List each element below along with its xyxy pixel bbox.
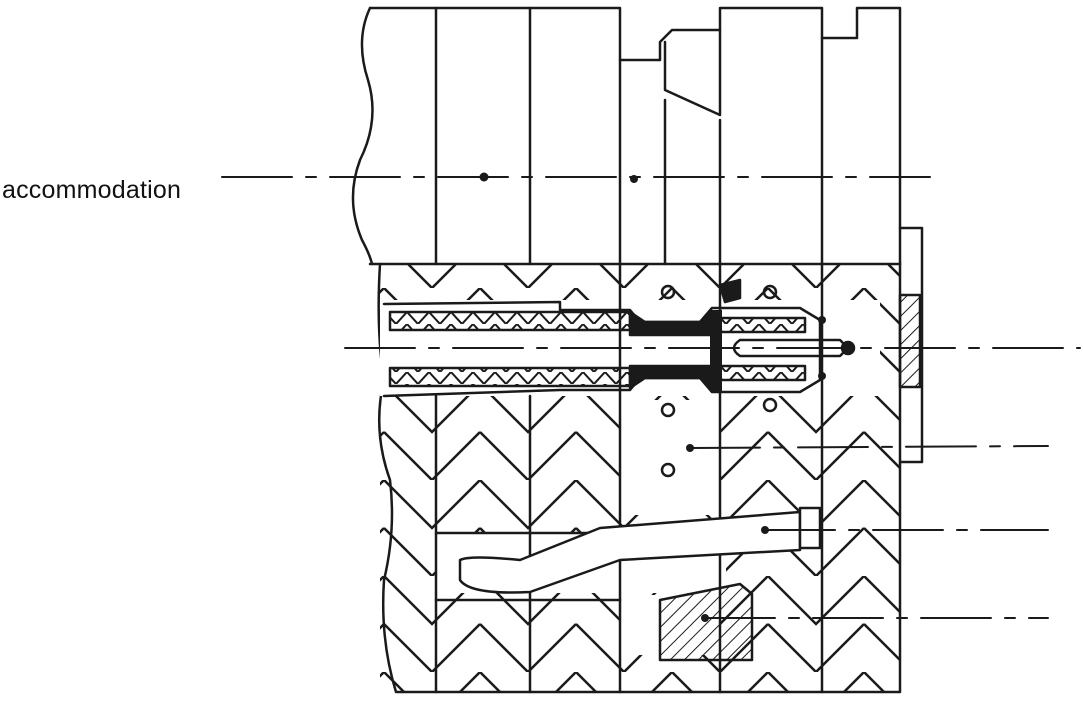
left-wavy-edge	[351, 6, 374, 266]
accommodation-label: accommodation	[2, 176, 182, 204]
slider-arm	[458, 510, 802, 594]
hatched-block	[658, 582, 754, 662]
upper-plate-outline	[368, 6, 902, 266]
